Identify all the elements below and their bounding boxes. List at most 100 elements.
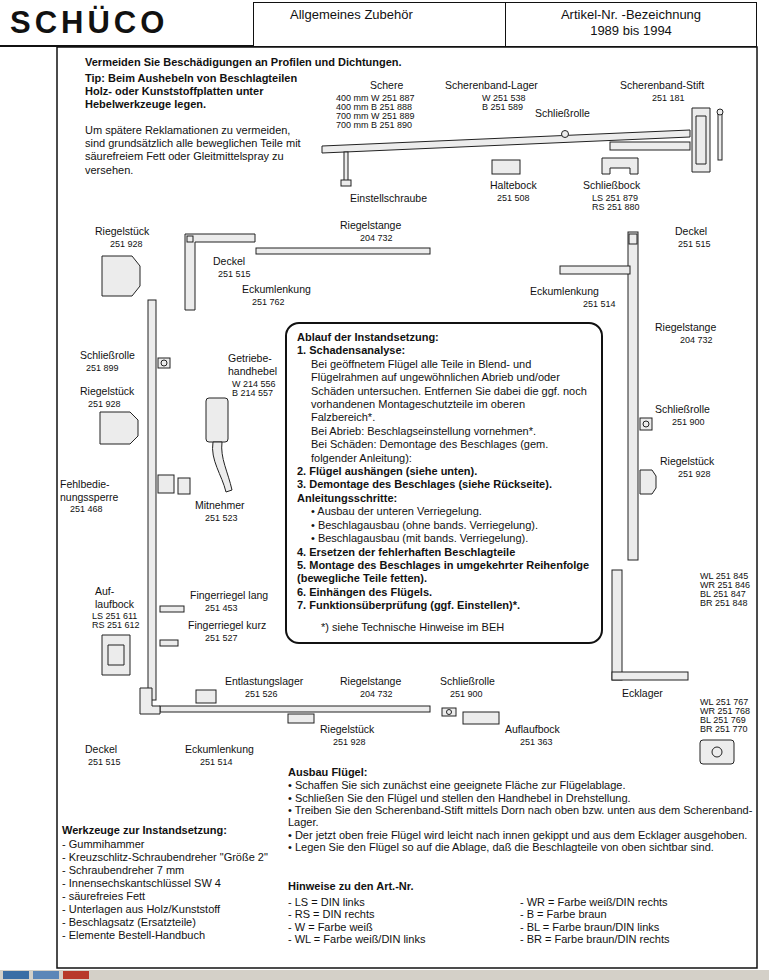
taskbar-edge (0, 969, 769, 970)
roller-base (442, 708, 456, 716)
note-text: - RS = DIN rechts (288, 908, 503, 920)
cover-cap (187, 236, 193, 242)
part-name: Riegelstück (320, 724, 374, 735)
corner-hinge (700, 740, 734, 764)
part-number: BR 251 770 (700, 725, 748, 734)
part-name: Fingerriegel kurz (188, 620, 266, 631)
part-number: 251 762 (252, 298, 285, 307)
handle-plate (206, 398, 228, 442)
header-cell: Allgemeines Zubehör (253, 2, 505, 47)
part-number: 251 515 (218, 270, 251, 279)
note-text: - W = Farbe weiß (288, 921, 503, 933)
part-name: Scherenband-Lager (445, 80, 538, 91)
corner-drive (140, 688, 160, 714)
procedure-step: 3. Demontage des Beschlages (siehe Rücks… (297, 478, 591, 505)
text-column: Werkzeuge zur Instandsetzung:- Gummihamm… (62, 824, 277, 942)
hinge-pin-head (717, 109, 723, 115)
part-name: Deckel (85, 744, 117, 755)
procedure-step: • Ausbau der unteren Verriegelung. (297, 505, 591, 518)
header-cell: Artikel-Nr. -Bezeichnung1989 bis 1994 (505, 2, 757, 47)
note-text: Um spätere Reklamationen zu vermeiden, s… (85, 124, 310, 177)
part-name: Deckel (675, 226, 707, 237)
note-text: - LS = DIN links (288, 896, 503, 908)
roller (447, 710, 452, 715)
note-text: • Schließen Sie den Flügel und stellen d… (288, 792, 756, 804)
corner-drive (185, 234, 255, 310)
keeper (100, 412, 138, 444)
locking-rod (628, 232, 638, 560)
corner-drive (560, 266, 630, 274)
part-name: Eckumlenkung (185, 744, 254, 755)
procedure-step: Bei Schäden: Demontage des Beschlages (g… (297, 438, 591, 465)
keeper (640, 470, 656, 494)
part-number: 251 900 (450, 690, 483, 699)
part-name: Riegelstück (660, 456, 714, 467)
part-name: Schere (370, 80, 403, 91)
part-number: 251 515 (88, 758, 121, 767)
note-text: - Elemente Bestell-Handbuch (62, 929, 277, 942)
part-number: 251 514 (583, 300, 616, 309)
note-text: - WL = Farbe weiß/DIN links (288, 933, 503, 945)
run-up-block (102, 635, 130, 675)
note-heading: Werkzeuge zur Instandsetzung: (62, 824, 277, 837)
roller (161, 360, 167, 366)
part-name: Getriebe- handhebel (228, 352, 284, 377)
part-number: RS 251 880 (592, 203, 640, 212)
corner-bearing (612, 672, 688, 680)
part-number: BR 251 848 (700, 599, 748, 608)
part-name: Eckumlenkung (242, 284, 311, 295)
taskbar-button (33, 971, 59, 979)
part-number: 251 928 (333, 738, 366, 747)
keeper (102, 256, 140, 296)
procedure-step: 1. Schadensanalyse: (297, 344, 591, 357)
part-number: RS 251 612 (92, 621, 140, 630)
procedure-step: 2. Flügel aushängen (siehe unten). (297, 465, 591, 478)
part-number: 204 732 (680, 336, 713, 345)
part-name: Schließrolle (535, 108, 590, 119)
scissor-bearing (610, 142, 690, 150)
part-name: Haltebock (490, 180, 537, 191)
part-name: Ecklager (622, 688, 663, 699)
part-number: 251 514 (200, 758, 233, 767)
part-number: 251 526 (245, 690, 278, 699)
part-name: Auf- laufbock (95, 585, 141, 610)
procedure-step: Bei geöffnetem Flügel alle Teile in Blen… (297, 358, 591, 425)
part-number: 251 453 (205, 604, 238, 613)
part-name: Riegelstange (655, 322, 716, 333)
locking-block (602, 158, 638, 174)
locking-rod (256, 248, 430, 254)
note-text: - Kreuzschlitz-Schraubendreher "Größe 2" (62, 851, 277, 864)
note-text: - säurefreies Fett (62, 890, 277, 903)
roller (643, 421, 649, 427)
driver (178, 478, 190, 494)
part-number: 251 900 (672, 418, 705, 427)
hinge-bracket (692, 108, 710, 172)
screw-head (341, 180, 351, 186)
procedure-step: Bei Abrieb: Beschlagseinstellung vornehm… (297, 425, 591, 438)
flush-bolt (160, 640, 178, 646)
procedure-step: *) siehe Technische Hinweise im BEH (297, 621, 591, 634)
roller-base (158, 358, 170, 368)
part-name: Riegelstange (340, 676, 401, 687)
note-heading: Vermeiden Sie Beschädigungen an Profilen… (85, 56, 475, 69)
part-name: Eckumlenkung (530, 286, 599, 297)
text-column: Ausbau Flügel:• Schaffen Sie sich zunäch… (288, 766, 756, 853)
procedure-step: • Beschlagausbau (mit bands. Verriegelun… (297, 532, 591, 545)
procedure-step: 5. Montage des Beschlages in umgekehrter… (297, 559, 591, 586)
flush-bolt (160, 606, 184, 612)
note-text: - BR = Farbe braun/DIN rechts (520, 933, 750, 945)
header-text: Allgemeines Zubehör (254, 3, 505, 22)
taskbar-button (63, 971, 89, 979)
keeper (288, 714, 314, 723)
part-number: B 251 589 (482, 103, 523, 112)
note-heading: Ausbau Flügel: (288, 766, 756, 778)
note-text: - WR = Farbe weiß/DIN rechts (520, 896, 750, 908)
note-text: - BL = Farbe braun/DIN links (520, 921, 750, 933)
holder-block (492, 160, 520, 174)
part-name: Riegelstück (95, 226, 149, 237)
hinge-pivot (712, 747, 722, 757)
part-number: 251 928 (88, 400, 121, 409)
part-name: Fingerriegel lang (190, 590, 268, 601)
part-name: Entlastungslager (225, 676, 303, 687)
